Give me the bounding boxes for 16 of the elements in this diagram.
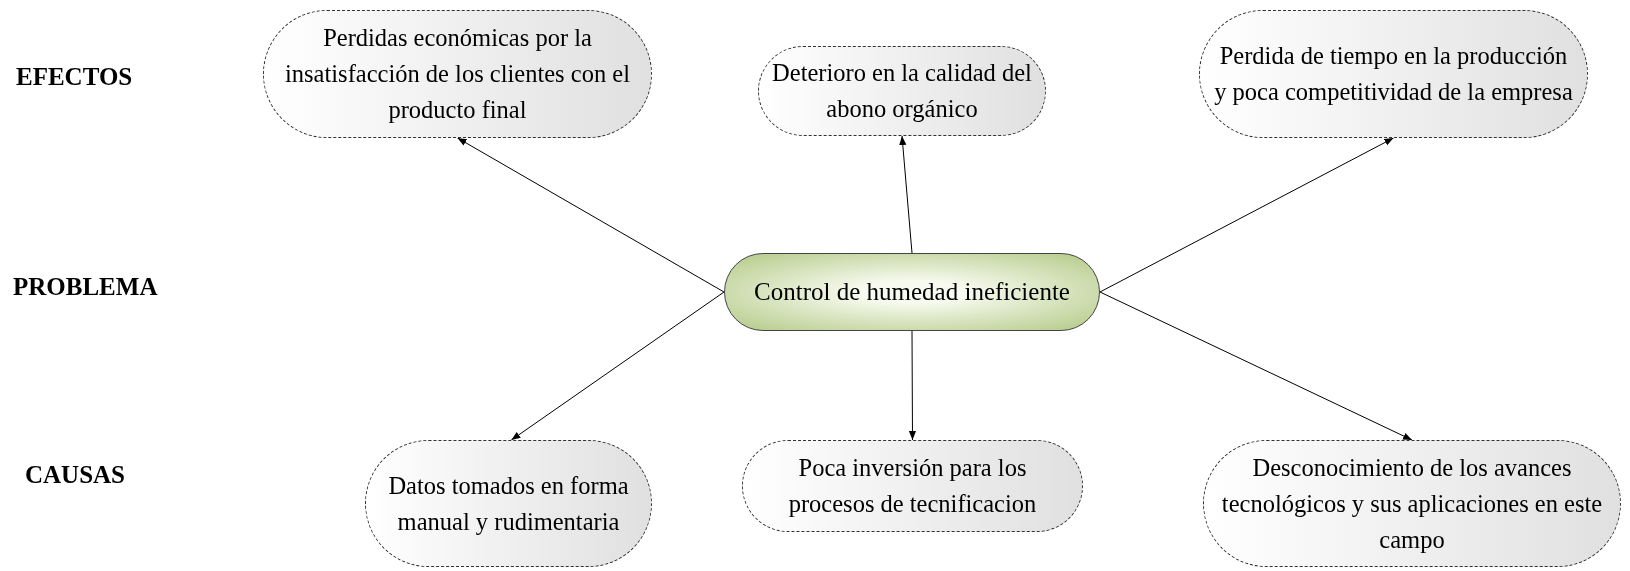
box-text: Desconocimiento de los avances tecnológicos y sus aplicaciones en este campo xyxy=(1220,452,1604,555)
row-label: EFECTOS xyxy=(16,62,133,92)
box-text: Poca inversión para los procesos de tecnificacion xyxy=(787,453,1038,519)
box-text: Perdida de tiempo en la producción y poca competitividad de la empresa xyxy=(1213,41,1574,107)
row-label: CAUSAS xyxy=(25,460,126,490)
row-label: PROBLEMA xyxy=(13,272,158,302)
arrow xyxy=(510,291,725,441)
arrow xyxy=(899,135,913,254)
arrow xyxy=(908,330,917,441)
box-text: Perdidas económicas por la insatisfacción de los clientes con el producto final xyxy=(284,23,631,125)
box-text: Deterioro en la calidad del abono orgánico xyxy=(771,58,1033,124)
arrow xyxy=(457,137,725,293)
arrow xyxy=(1099,137,1394,293)
arrow xyxy=(1099,291,1413,441)
box-text: Control de humedad ineficiente xyxy=(754,277,1070,307)
box-text: Datos tomados en forma manual y rudimentaria xyxy=(387,470,630,537)
